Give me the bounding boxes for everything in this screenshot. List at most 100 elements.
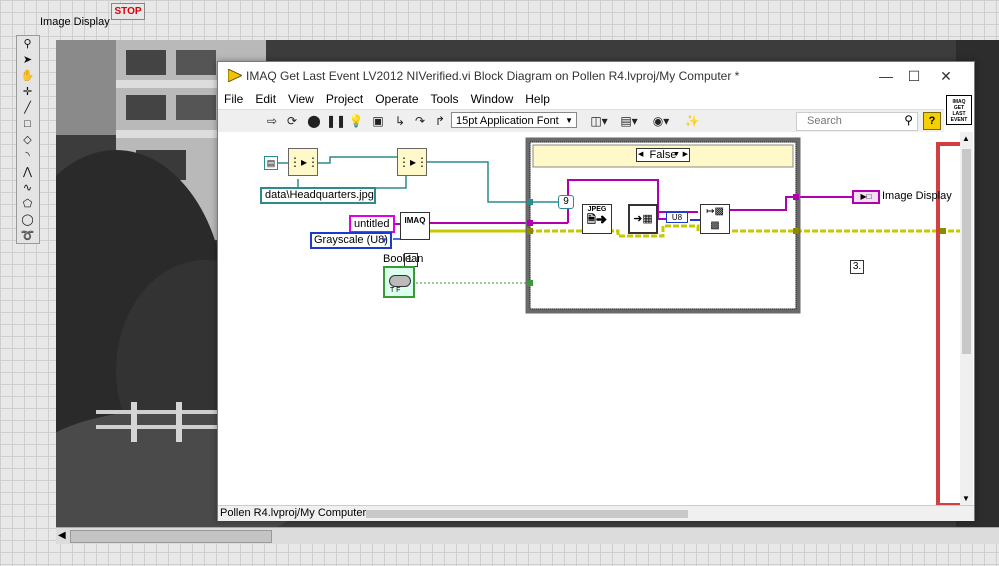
toggle-icon xyxy=(389,275,411,287)
step-into-icon[interactable]: ↳ xyxy=(394,114,406,128)
case-prev-icon[interactable]: ◀ xyxy=(638,151,644,158)
image-display-label: Image Display xyxy=(40,16,110,28)
frame-1-text: 1. xyxy=(406,254,416,265)
build-path-node-2[interactable]: ⋮▸⋮ xyxy=(397,148,428,176)
run-continuously-icon[interactable]: ⟳ xyxy=(286,114,298,128)
scroll-down-arrow-icon[interactable]: ▼ xyxy=(962,494,970,503)
vi-icon[interactable]: IMAQ GET LAST EVENT xyxy=(946,95,972,125)
annulus-tool-icon[interactable]: ◝ xyxy=(25,150,30,162)
boolean-label: Boolean xyxy=(383,253,424,265)
reorder-icon[interactable]: ◉▾ xyxy=(652,114,670,128)
u8-text: U8 xyxy=(671,213,683,222)
image-tools-palette: ⚲ ➤ ✋ ✛ ╱ □ ◇ ◝ ⋀ ∿ ⬠ ◯ ➰ xyxy=(16,35,40,244)
magnify-tool-icon[interactable]: ⚲ xyxy=(23,38,32,50)
image-display-terminal[interactable]: ▶□ xyxy=(852,190,880,204)
image-name-text: untitled xyxy=(354,218,390,230)
build-path-node[interactable]: ⋮▸⋮ xyxy=(288,148,319,176)
font-selector-value: 15pt Application Font xyxy=(456,115,559,127)
abort-icon[interactable]: ⬤ xyxy=(307,114,321,128)
scroll-thumb[interactable] xyxy=(70,530,272,543)
polyline-tool-icon[interactable]: ⋀ xyxy=(22,166,33,178)
case-dropdown-icon[interactable]: ▼ xyxy=(673,151,680,158)
horizontal-scroll-thumb[interactable] xyxy=(366,510,688,518)
frame-3-text: 3. xyxy=(852,261,862,272)
sequence-frame-3-label: 3. xyxy=(850,260,864,274)
maximize-button[interactable]: ☐ xyxy=(907,68,921,84)
case-selector-value: False xyxy=(649,149,677,161)
spiral-tool-icon[interactable]: ➰ xyxy=(20,230,35,242)
menu-window[interactable]: Window xyxy=(470,92,514,106)
search-input[interactable] xyxy=(807,114,891,127)
toolbar: ⇨ ⟳ ⬤ ❚❚ 💡 ▣ ↳ ↷ ↱ 15pt Application Font… xyxy=(218,109,944,133)
menu-bar: File Edit View Project Operate Tools Window Hel… xyxy=(218,90,938,108)
stop-button[interactable]: STOP xyxy=(111,3,145,20)
case-selector[interactable]: ◀ False ▼ ▶ xyxy=(636,148,690,162)
image-type-value: Grayscale (U8) xyxy=(314,234,388,246)
oval-tool-icon[interactable]: ◯ xyxy=(21,214,34,226)
cleanup-diagram-icon[interactable]: ✨ xyxy=(684,114,700,128)
menu-help[interactable]: Help xyxy=(525,92,550,106)
operate-tool-icon[interactable]: ➤ xyxy=(22,54,33,66)
select-point-tool-icon[interactable]: ✛ xyxy=(22,86,33,98)
polygon-tool-icon[interactable]: ⬠ xyxy=(22,198,33,210)
search-icon[interactable]: ⚲ xyxy=(904,113,913,127)
vertical-scroll-thumb[interactable] xyxy=(962,149,971,354)
retain-wire-values-icon[interactable]: ▣ xyxy=(372,114,384,128)
menu-view[interactable]: View xyxy=(288,92,314,106)
rectangle-tool-icon[interactable]: □ xyxy=(24,118,31,130)
file-icon: 🗎➜ xyxy=(587,214,607,226)
array-to-image-node[interactable]: ➜▦ xyxy=(628,204,658,234)
minimize-button[interactable]: — xyxy=(879,68,893,84)
project-context[interactable]: Pollen R4.lvproj/My Computer xyxy=(220,507,367,519)
scroll-left-arrow-icon[interactable]: ◀ xyxy=(58,530,66,541)
step-over-icon[interactable]: ↷ xyxy=(414,114,426,128)
imaq-create-text: IMAQ xyxy=(404,216,426,225)
pan-tool-icon[interactable]: ✋ xyxy=(20,70,35,82)
window-title: IMAQ Get Last Event LV2012 NIVerified.vi… xyxy=(246,69,740,83)
rotated-rect-tool-icon[interactable]: ◇ xyxy=(23,134,32,146)
path-constant[interactable]: data\Headquarters.jpg xyxy=(260,187,376,204)
block-diagram-canvas[interactable]: ▤ ⋮▸⋮ ⋮▸⋮ data\Headquarters.jpg untitled… xyxy=(218,132,960,505)
boolean-tf-text: T F xyxy=(390,287,401,294)
u8-type-constant[interactable]: U8 xyxy=(666,212,688,223)
copy-image-icon: ↦▩▩ xyxy=(706,206,724,231)
imaq-create-node[interactable]: IMAQ xyxy=(400,212,430,240)
title-bar[interactable]: IMAQ Get Last Event LV2012 NIVerified.vi… xyxy=(218,62,974,90)
boolean-terminal[interactable]: T F xyxy=(383,266,415,298)
menu-operate[interactable]: Operate xyxy=(375,92,419,106)
context-help-button[interactable]: ? xyxy=(923,112,941,130)
menu-edit[interactable]: Edit xyxy=(255,92,277,106)
diagram-vertical-scrollbar[interactable]: ▲ ▼ xyxy=(960,132,973,505)
close-button[interactable]: ✕ xyxy=(940,68,952,84)
search-box: ⚲ xyxy=(796,112,918,131)
display-terminal-icon: ▶□ xyxy=(860,192,872,201)
freehand-tool-icon[interactable]: ∿ xyxy=(22,182,33,194)
menu-file[interactable]: File xyxy=(224,92,244,106)
font-selector[interactable]: 15pt Application Font ▼ xyxy=(451,112,577,128)
run-arrow-icon[interactable]: ⇨ xyxy=(266,114,278,128)
constant-9-text: 9 xyxy=(563,196,569,207)
scroll-up-arrow-icon[interactable]: ▲ xyxy=(962,134,970,143)
image-horizontal-scrollbar[interactable]: ◀ xyxy=(56,527,999,544)
labview-logo-icon xyxy=(228,69,242,82)
pause-icon[interactable]: ❚❚ xyxy=(326,114,347,128)
line-tool-icon[interactable]: ╱ xyxy=(24,102,31,114)
image-display-terminal-label: Image Display xyxy=(882,190,952,202)
distribute-objects-icon[interactable]: ▤▾ xyxy=(620,114,638,128)
menu-tools[interactable]: Tools xyxy=(430,92,459,106)
read-jpeg-node[interactable]: JPEG🗎➜ xyxy=(582,204,612,234)
numeric-constant-9[interactable]: 9 xyxy=(558,195,574,209)
image-type-enum[interactable]: Grayscale (U8) ▼ xyxy=(310,232,392,249)
path-constant-icon[interactable]: ▤ xyxy=(264,156,278,170)
step-out-icon[interactable]: ↱ xyxy=(434,114,446,128)
path-constant-text: data\Headquarters.jpg xyxy=(265,189,374,201)
jpeg-label: JPEG xyxy=(587,206,607,213)
block-diagram-window: IMAQ Get Last Event LV2012 NIVerified.vi… xyxy=(217,61,975,521)
image-name-constant[interactable]: untitled xyxy=(349,215,395,233)
align-objects-icon[interactable]: ◫▾ xyxy=(590,114,608,128)
status-bar: Pollen R4.lvproj/My Computer xyxy=(218,505,974,521)
case-next-icon[interactable]: ▶ xyxy=(682,151,688,158)
image-to-image-node[interactable]: ↦▩▩ xyxy=(700,204,730,234)
menu-project[interactable]: Project xyxy=(325,92,364,106)
highlight-execution-icon[interactable]: 💡 xyxy=(348,114,364,128)
